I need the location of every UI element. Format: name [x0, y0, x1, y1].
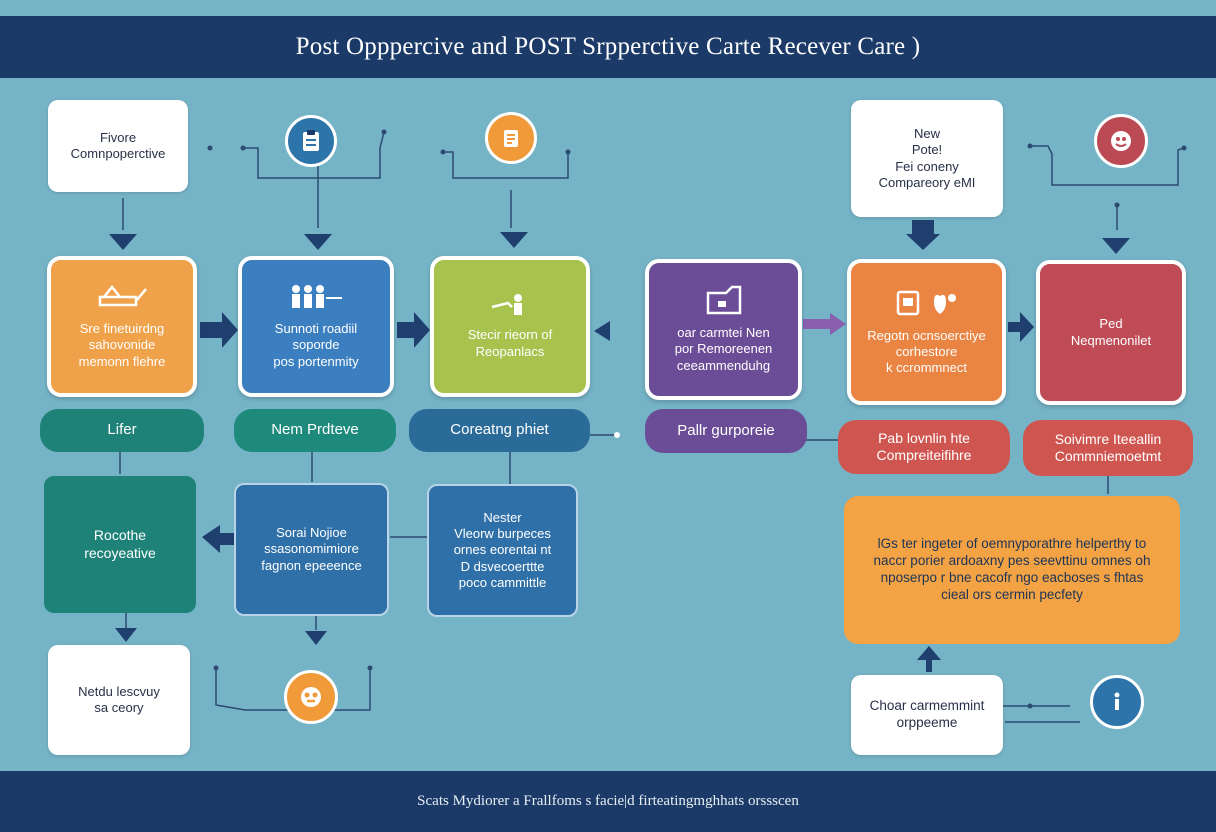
card-5-line-2: corhestore [895, 343, 958, 359]
lower-box-3-line-4: D dsvecoerttte [460, 558, 545, 574]
pill-2-label: Nem Prdteve [271, 421, 359, 439]
lower-box-1-line-1: Rocothe [93, 527, 147, 543]
card-2-line-1: Sunnoti roadiil [274, 321, 358, 337]
pill-4-label: Pallr gurporeie [677, 421, 775, 439]
page-title: Post Opppercive and POST Srpperctive Car… [295, 33, 921, 60]
card-3: Stecir rieorn of Reopanlacs [430, 256, 590, 397]
pre-operative-line-2: Comnpoperctive [70, 146, 166, 161]
card-1-line-3: memonn flehre [78, 353, 166, 369]
card-5: Regotn ocnsoerctiye corhestore k ccrommn… [847, 259, 1006, 405]
footer-caption: Scats Mydiorer a Frallfoms s facie|d fir… [417, 793, 799, 809]
lower-box-2: Sorai Nojioe ssasonomimiore fagnon epeee… [234, 483, 389, 616]
info-icon [1090, 675, 1144, 729]
walker-icon [491, 294, 522, 316]
lower-box-2-line-3: fagnon epeeence [261, 557, 362, 573]
stretcher-icon [98, 285, 147, 307]
new-post-line-2: Pote! [911, 142, 943, 158]
pill-5-line-2: Compreiteifihre [876, 447, 972, 463]
feedback-icon [1094, 114, 1148, 168]
pill-2: Nem Prdteve [234, 409, 396, 452]
pre-operative-line-1: Fivore [99, 129, 137, 145]
pill-6: Soivimre Iteeallin Commniemoetmt [1023, 420, 1193, 476]
summary-line-2: naccr porier ardoaxny pes seevttinu omne… [873, 553, 1151, 569]
pill-6-line-1: Soivimre Iteeallin [1054, 430, 1162, 447]
card-4: oar carmtei Nen por Remoreenen ceeammend… [645, 259, 802, 400]
card-6-line-1: Ped [1099, 316, 1123, 332]
pill-3-label: Coreatng phiet [450, 421, 549, 439]
summary-line-1: lGs ter ingeter of oemnyporathre helpert… [877, 536, 1147, 552]
lower-box-2-line-2: ssasonomimiore [264, 541, 359, 557]
lower-box-2-line-1: Sorai Nojioe [276, 525, 347, 541]
new-post-line-4: Compareory eMI [878, 174, 976, 190]
nil-recovery-box: Netdu lescvuy sa ceory [48, 645, 190, 755]
card-3-line-2: Reopanlacs [475, 343, 545, 359]
footer-banner: Scats Mydiorer a Frallfoms s facie|d fir… [0, 771, 1216, 832]
card-6: Ped Neqmenonilet [1036, 260, 1186, 405]
choose-line-1: Choar carmemmint [869, 698, 985, 714]
card-4-line-2: por Remoreenen [674, 341, 773, 357]
card-3-line-1: Stecir rieorn of [467, 327, 553, 343]
choose-line-2: orppeeme [896, 715, 958, 730]
card-4-line-1: oar carmtei Nen [677, 325, 770, 341]
lower-box-3-line-5: poco cammittle [458, 574, 547, 590]
new-post-line-1: New [913, 126, 940, 141]
people-icon [292, 285, 342, 309]
pill-5: Pab lovnlin hte Compreiteifihre [838, 420, 1010, 474]
nil-recovery-line-1: Netdu lescvuy [78, 683, 160, 699]
card-1: Sre finetuirdng sahovonide memonn flehre [47, 256, 197, 397]
lower-box-3-line-3: ornes eorentai nt [453, 542, 552, 558]
card-2-line-3: pos portenmity [273, 353, 359, 369]
pre-operative-box: Fivore Comnpoperctive [48, 100, 188, 192]
summary-line-3: nposerpo r bne cacofr ngo eacboses s fht… [880, 570, 1144, 585]
report-icon [485, 112, 537, 164]
pill-5-line-1: Pab lovnlin hte [878, 429, 970, 446]
new-post-line-3: Fei coneny [895, 158, 959, 174]
card-5-line-1: Regotn ocnsoerctiye [867, 327, 986, 343]
lower-box-3-line-1: Nester [483, 509, 522, 525]
lower-box-3-line-2: Vleorw burpeces [454, 526, 551, 542]
card-6-line-2: Neqmenonilet [1070, 332, 1152, 348]
card-1-line-1: Sre finetuirdng [79, 321, 165, 337]
pill-4: Pallr gurporeie [645, 409, 807, 453]
pill-1: Lifer [40, 409, 204, 452]
clipboard-icon [285, 115, 337, 167]
lower-box-1: Rocothe recoyeative [44, 476, 196, 613]
summary-line-4: cieal ors cermin pecfety [941, 586, 1083, 602]
summary-box: lGs ter ingeter of oemnyporathre helpert… [844, 496, 1180, 644]
care-icons [896, 290, 956, 315]
title-banner: Post Opppercive and POST Srpperctive Car… [0, 16, 1216, 78]
card-5-line-3: k ccrommnect [886, 360, 967, 376]
choose-box: Choar carmemmint orppeeme [851, 675, 1003, 755]
pill-icon [284, 670, 338, 724]
card-2: Sunnoti roadiil soporde pos portenmity [238, 256, 394, 397]
card-1-line-2: sahovonide [88, 337, 156, 353]
document-icon [706, 285, 741, 315]
card-2-line-2: soporde [292, 337, 340, 353]
lower-box-3: Nester Vleorw burpeces ornes eorentai nt… [427, 484, 578, 617]
pill-3: Coreatng phiet [409, 409, 590, 452]
new-post-box: New Pote! Fei coneny Compareory eMI [851, 100, 1003, 217]
nil-recovery-line-2: sa ceory [94, 700, 144, 715]
card-4-line-3: ceeammenduhg [676, 357, 771, 373]
lower-box-1-line-2: recoyeative [84, 544, 156, 561]
pill-1-label: Lifer [107, 421, 137, 439]
pill-6-line-2: Commniemoetmt [1054, 448, 1162, 464]
